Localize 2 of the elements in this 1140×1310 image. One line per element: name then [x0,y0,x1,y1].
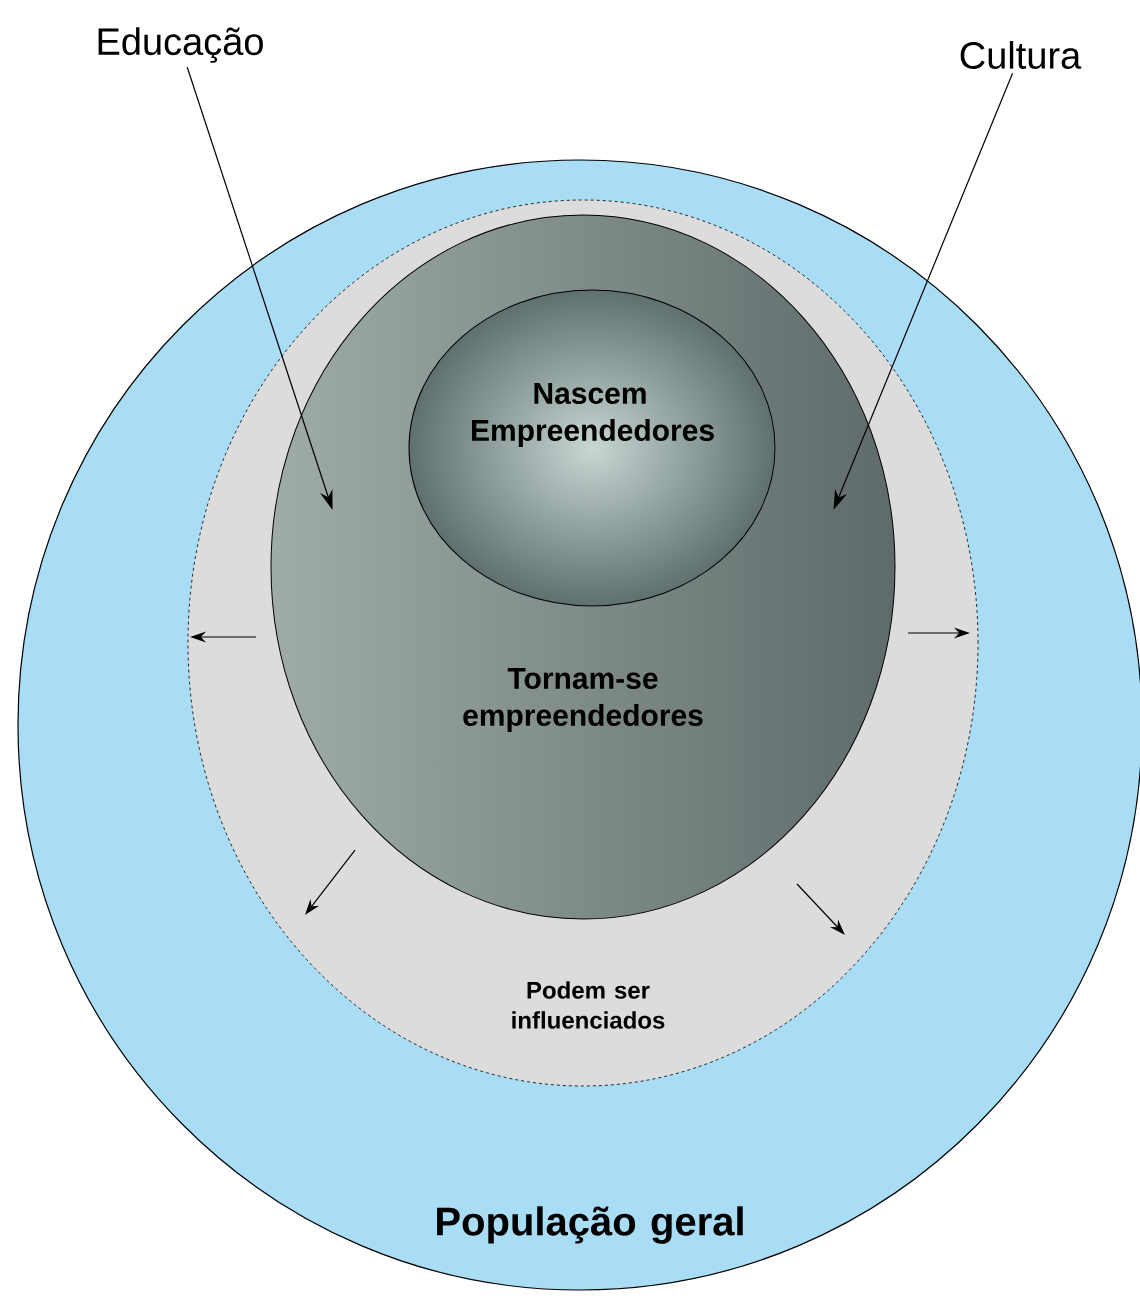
callout-text: Cultura [960,41,1082,69]
callout-text: Educação [98,27,263,63]
